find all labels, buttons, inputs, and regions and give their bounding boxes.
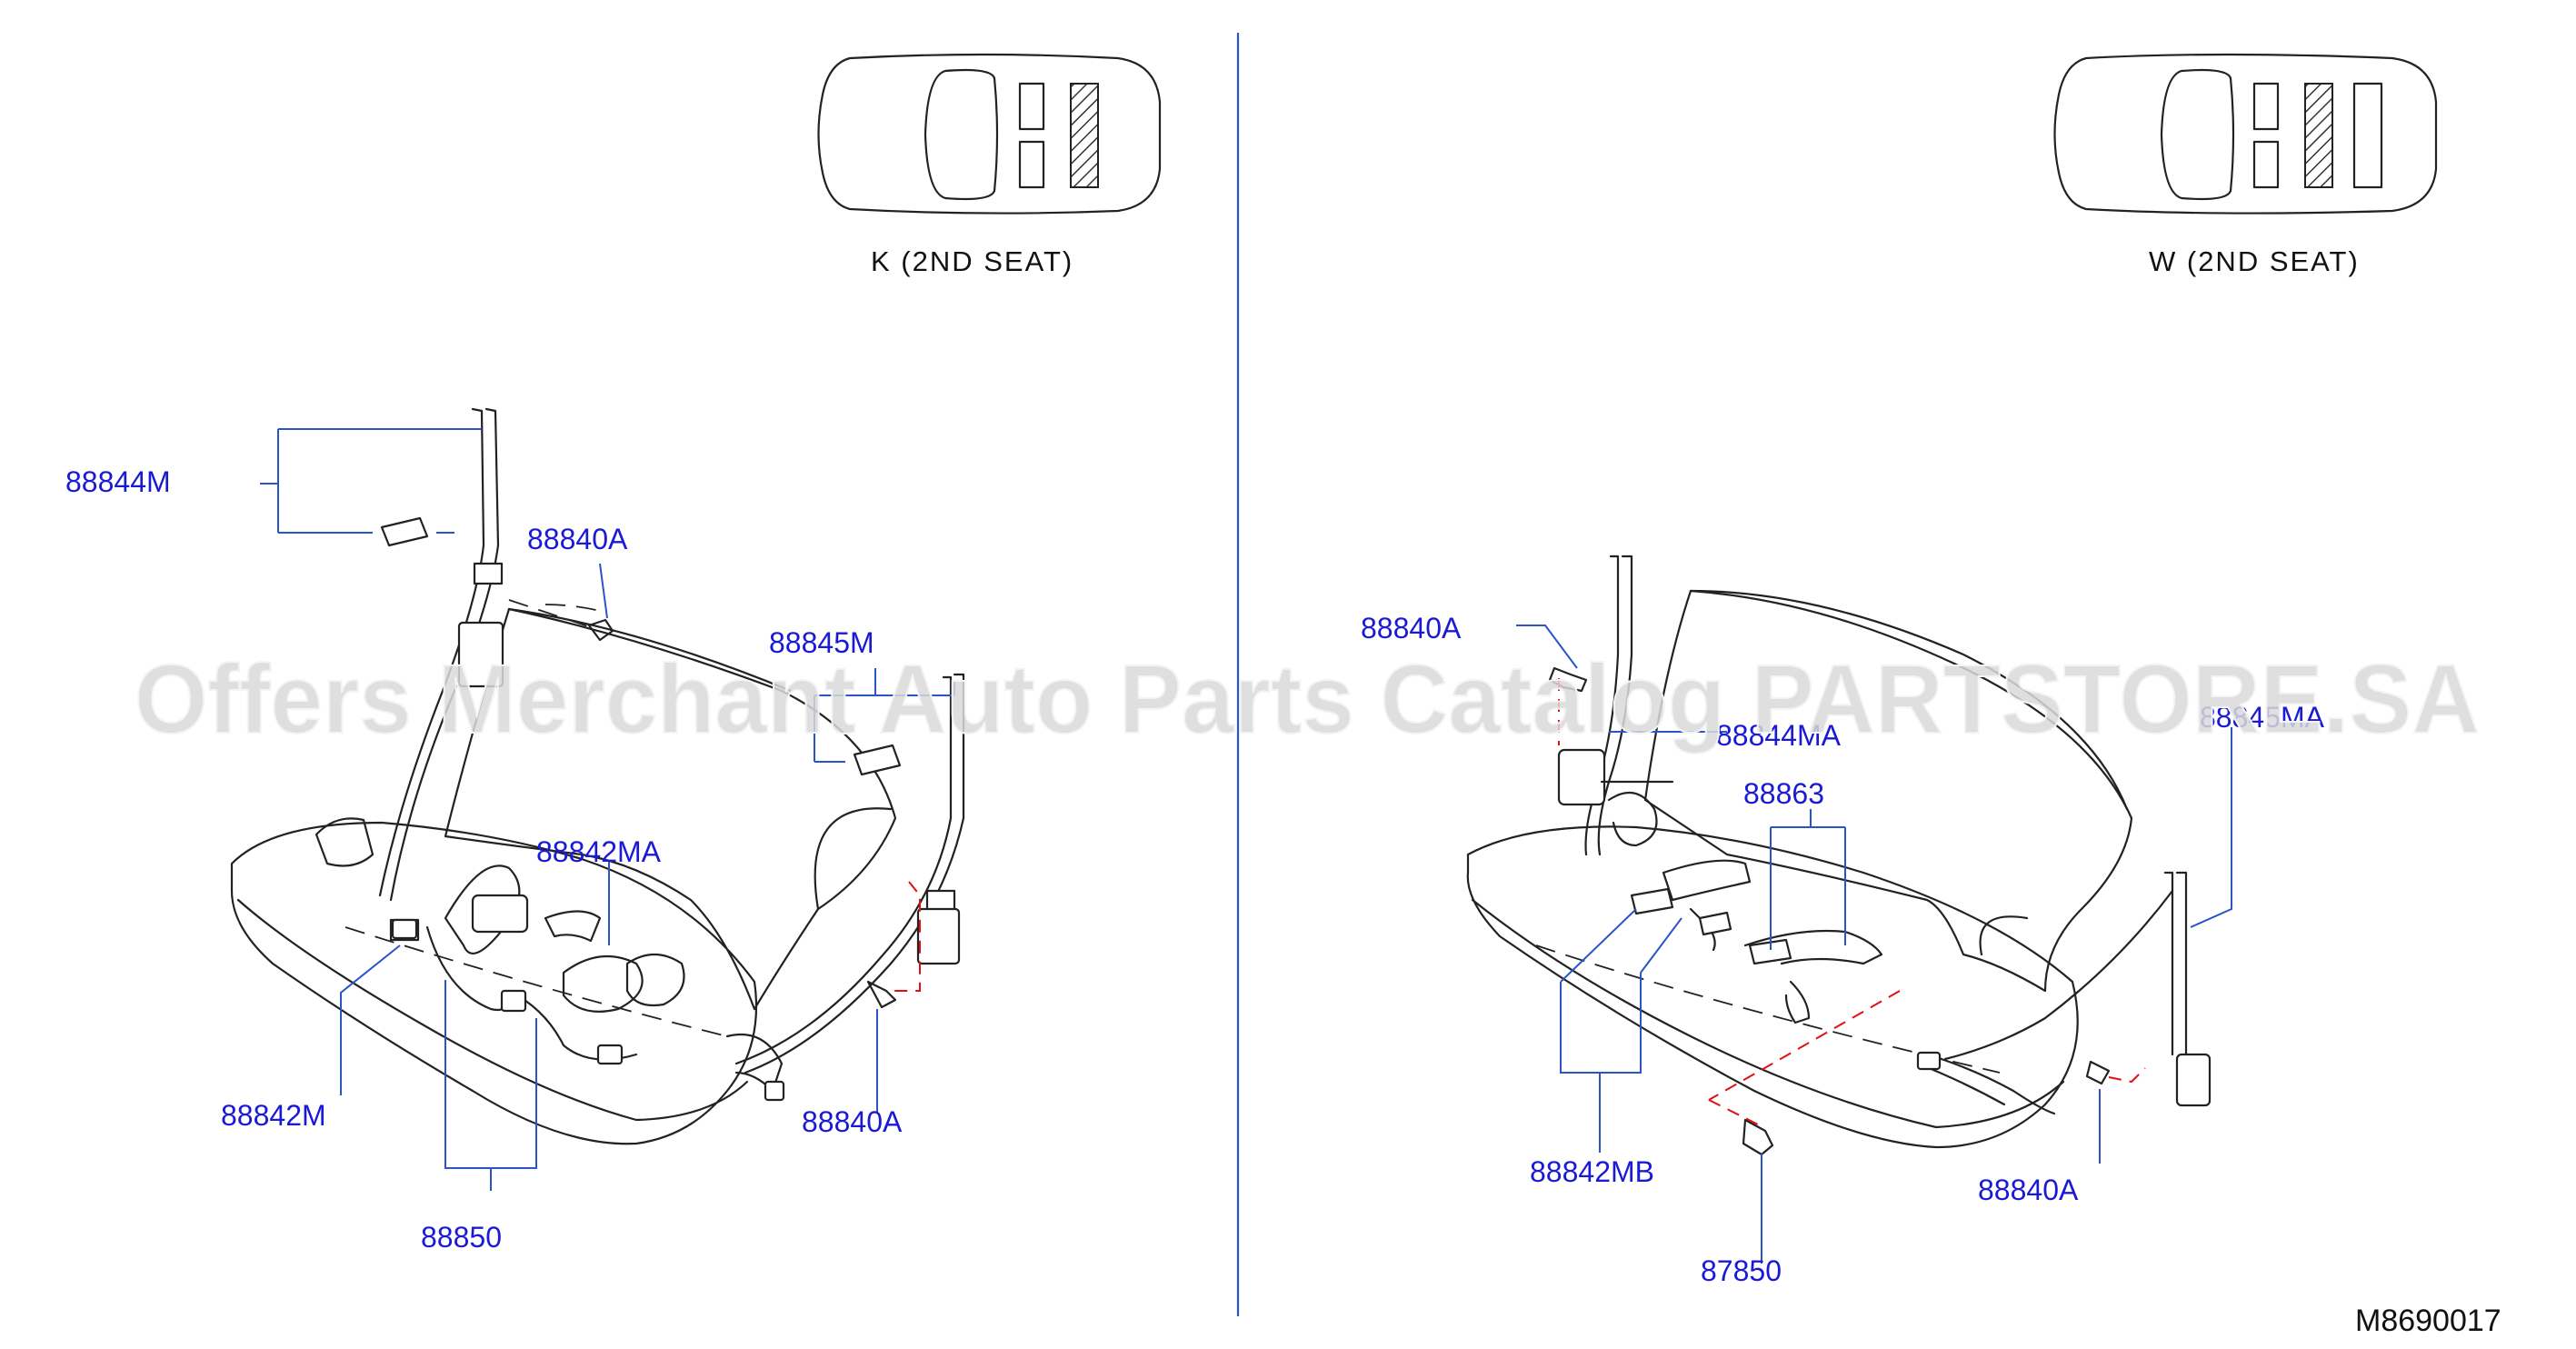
car-seat-position-icon-right xyxy=(2053,53,2438,215)
part-label-88840A-top-left[interactable]: 88840A xyxy=(527,523,628,555)
part-label-88840A-top-right[interactable]: 88840A xyxy=(1361,612,1462,645)
watermark-text: Offers Merchant Auto Parts Catalog PARTS… xyxy=(135,644,2480,754)
part-label-88845M[interactable]: 88845M xyxy=(769,626,874,659)
leader-lines-right xyxy=(1516,625,2232,1264)
view-caption-right: W (2ND SEAT) xyxy=(2149,245,2360,277)
part-label-88844MA[interactable]: 88844MA xyxy=(1716,719,1842,752)
part-label-87850[interactable]: 87850 xyxy=(1701,1254,1782,1287)
diagram-code: M8690017 xyxy=(2355,1304,2501,1338)
part-label-88842MA[interactable]: 88842MA xyxy=(536,835,662,868)
part-label-88863[interactable]: 88863 xyxy=(1743,777,1824,810)
part-label-88840A-bottom-left[interactable]: 88840A xyxy=(802,1105,903,1138)
part-label-88842M[interactable]: 88842M xyxy=(221,1099,326,1132)
view-caption-left: K (2ND SEAT) xyxy=(871,245,1073,277)
part-label-88850[interactable]: 88850 xyxy=(421,1221,502,1254)
selected-seat-hatch-left xyxy=(1070,83,1099,188)
selected-seat-hatch-right xyxy=(2304,83,2333,188)
part-label-88842MB[interactable]: 88842MB xyxy=(1530,1155,1654,1188)
part-label-88840A-bottom-right[interactable]: 88840A xyxy=(1978,1174,2079,1206)
part-label-88845MA[interactable]: 88845MA xyxy=(2200,701,2325,734)
leader-lines-left xyxy=(260,428,955,1191)
car-seat-position-icon-left xyxy=(817,53,1162,215)
rear-seat-drawing-right xyxy=(1466,555,2212,1156)
rear-seat-drawing-left xyxy=(230,407,965,1145)
part-label-88844M[interactable]: 88844M xyxy=(65,465,171,498)
